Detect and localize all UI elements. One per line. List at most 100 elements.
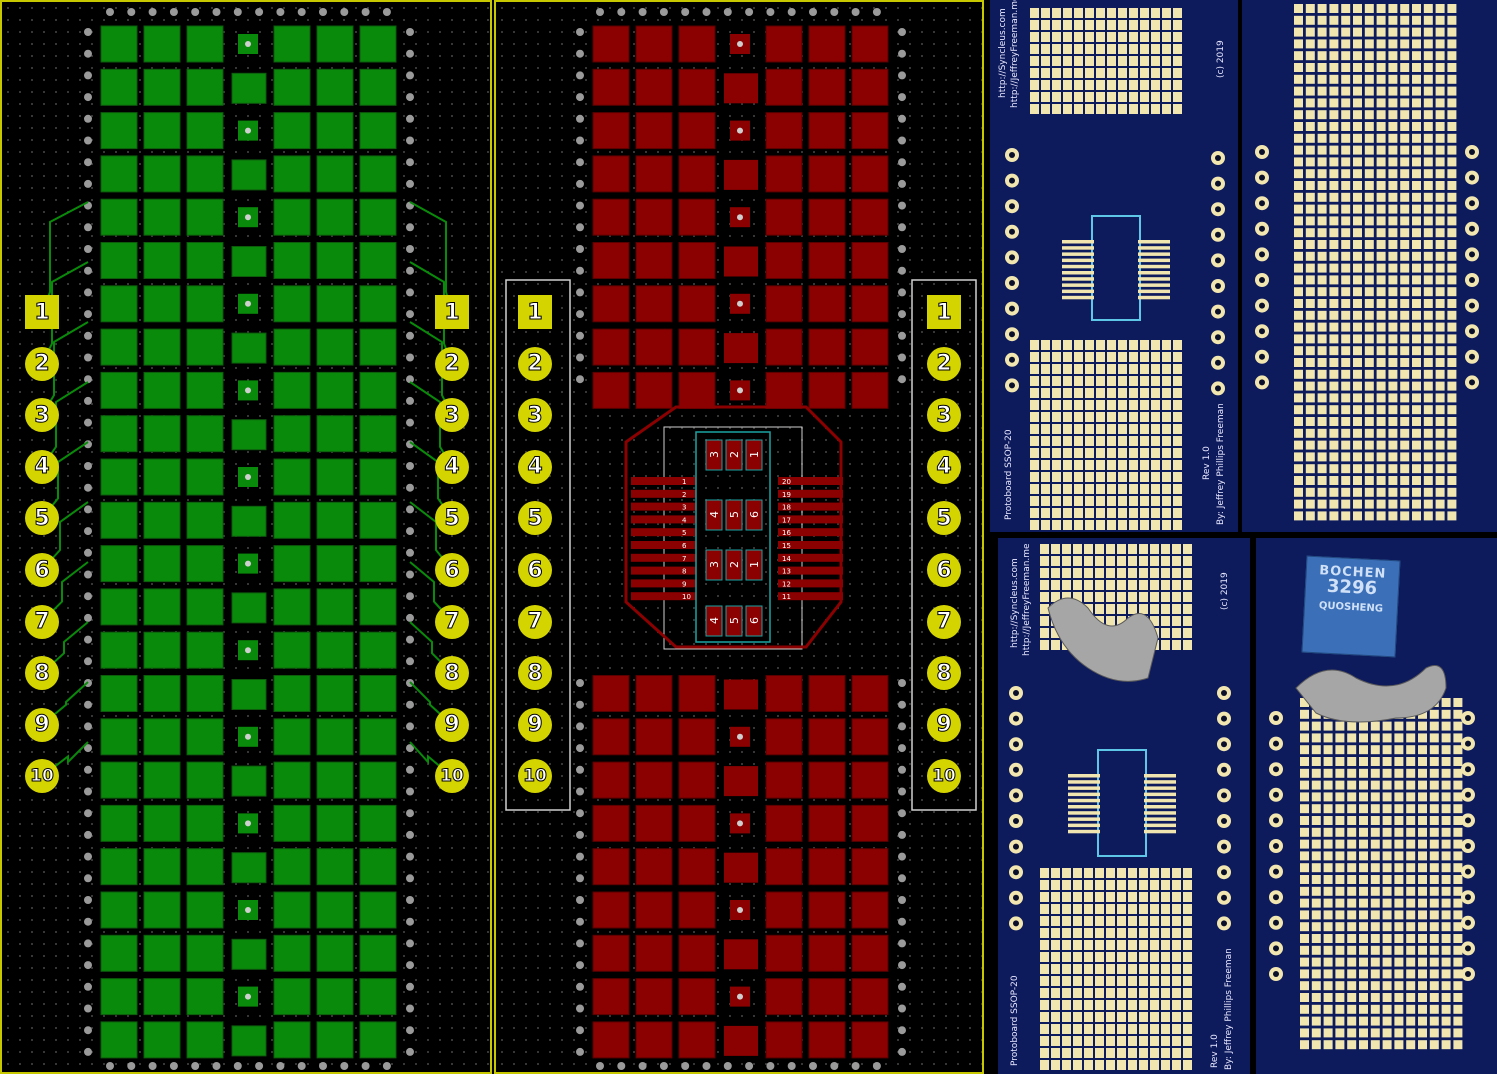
gold-pad	[1323, 851, 1333, 861]
gold-pad	[1329, 4, 1339, 13]
ic-pad	[1138, 283, 1170, 287]
gold-pad	[1040, 556, 1049, 566]
pad	[765, 112, 803, 150]
gold-pad	[1052, 8, 1061, 18]
gold-pad	[1129, 376, 1138, 386]
via	[659, 8, 668, 16]
pad	[765, 68, 803, 106]
gold-pad	[1335, 721, 1345, 731]
gold-pad	[1030, 520, 1039, 530]
gold-pad	[1030, 20, 1039, 30]
gold-pad	[1172, 1012, 1181, 1022]
gold-pad	[1364, 322, 1374, 332]
gold-pad	[1441, 969, 1451, 979]
gold-pad	[1063, 364, 1072, 374]
pad	[678, 198, 716, 236]
pad	[724, 852, 758, 883]
via	[406, 179, 414, 188]
gold-pad	[1323, 1028, 1333, 1038]
gold-pad	[1364, 511, 1374, 521]
gold-pad	[1305, 346, 1315, 356]
gold-pad	[1173, 460, 1182, 470]
gold-pad	[1128, 904, 1137, 914]
gold-pad	[1074, 436, 1083, 446]
gold-pad	[1151, 376, 1160, 386]
via	[406, 114, 414, 123]
gold-pad	[1183, 544, 1192, 554]
gold-pad	[1074, 20, 1083, 30]
pad	[316, 25, 354, 63]
via	[319, 8, 327, 16]
gold-pad	[1063, 472, 1072, 482]
gold-pad	[1074, 352, 1083, 362]
ic-pad	[1068, 805, 1100, 809]
smd-pad	[745, 439, 763, 471]
hole-center	[1465, 715, 1471, 721]
gold-pad	[1129, 424, 1138, 434]
gold-pad	[1376, 27, 1386, 37]
gold-pad	[1150, 1048, 1159, 1058]
gold-pad	[1040, 1024, 1049, 1034]
ic-pin-label: 12	[782, 580, 791, 588]
hole-center	[1221, 766, 1227, 773]
ic-pin-label: 5	[682, 529, 686, 537]
gold-pad	[1388, 192, 1398, 202]
gold-pad	[1311, 945, 1321, 955]
gold-pad	[1423, 192, 1433, 202]
gold-pad	[1118, 400, 1127, 410]
gold-pad	[1183, 904, 1192, 914]
gold-pad	[1129, 80, 1138, 90]
gold-pad	[1317, 275, 1327, 285]
gold-pad	[1370, 757, 1380, 766]
gold-pad	[1341, 440, 1351, 450]
gold-pad	[1323, 1040, 1333, 1050]
pad	[100, 112, 138, 150]
via	[84, 71, 92, 80]
gold-pad	[1412, 228, 1421, 238]
gold-pad	[1400, 157, 1410, 167]
gold-pad	[1305, 393, 1315, 403]
gold-pad	[1073, 988, 1082, 998]
gold-pad	[1128, 1024, 1137, 1034]
gold-pad	[1063, 424, 1072, 434]
via	[596, 8, 604, 16]
via	[737, 733, 743, 740]
gold-pad	[1412, 287, 1421, 297]
hole-center	[1259, 174, 1265, 181]
pot-maker: QUOSHENG	[1318, 600, 1384, 615]
gold-pad	[1347, 898, 1357, 908]
via	[406, 1026, 414, 1035]
gold-pad	[1317, 310, 1327, 320]
gold-pad	[1441, 886, 1451, 896]
gold-pad	[1323, 827, 1333, 837]
ic-pin-label: 18	[782, 504, 791, 512]
gold-pad	[1311, 898, 1321, 908]
gold-pad	[1382, 863, 1392, 873]
gold-pad	[1394, 851, 1404, 861]
gold-pad	[1423, 299, 1433, 308]
gold-pad	[1376, 440, 1386, 450]
pad	[273, 112, 311, 150]
gold-pad	[1423, 110, 1433, 120]
gold-pad	[1311, 1028, 1321, 1038]
gold-pad	[1063, 352, 1072, 362]
gold-pad	[1172, 556, 1181, 566]
pad	[143, 848, 181, 886]
gold-pad	[1382, 792, 1392, 802]
gold-pad	[1140, 448, 1149, 458]
gold-pad	[1294, 334, 1303, 344]
ic-pad	[1068, 786, 1100, 790]
pad	[100, 458, 138, 496]
gold-pad	[1084, 1000, 1093, 1010]
pad	[100, 25, 138, 63]
pad	[273, 631, 311, 669]
gold-pad	[1394, 768, 1404, 778]
gold-pad	[1453, 721, 1463, 731]
hole-center	[1273, 919, 1279, 926]
gold-pad	[1084, 952, 1093, 962]
gold-pad	[1388, 169, 1398, 179]
gold-pad	[1323, 768, 1333, 778]
gold-pad	[1353, 86, 1362, 96]
gold-pad	[1418, 768, 1427, 778]
pad	[592, 112, 630, 150]
